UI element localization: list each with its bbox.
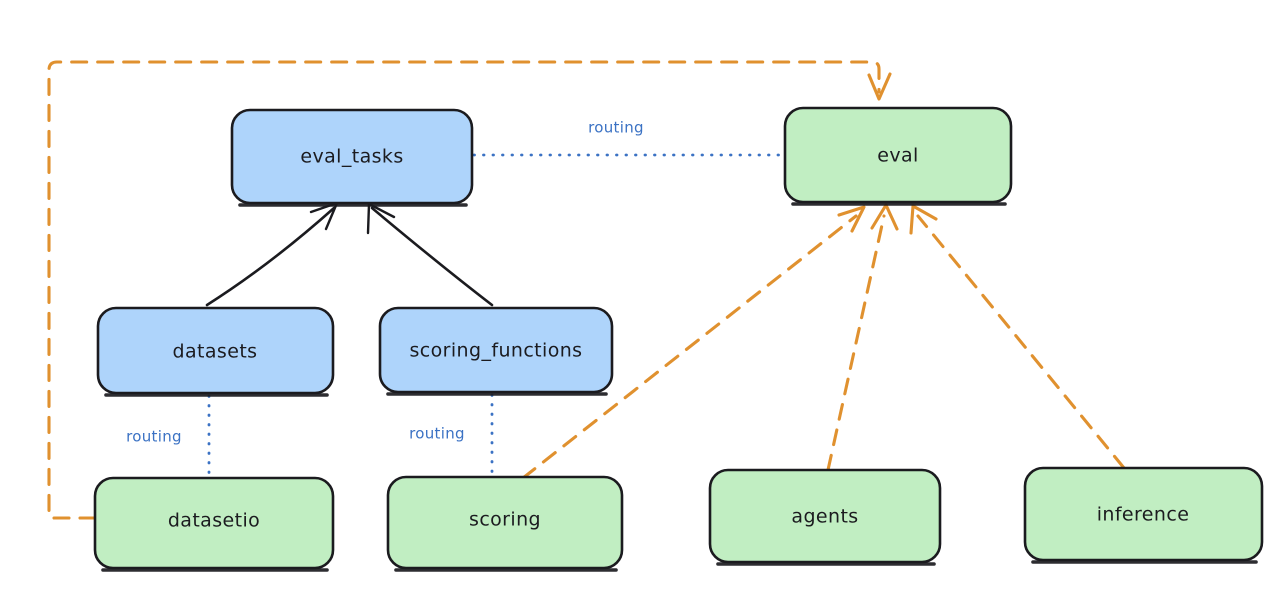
- node-eval-tasks-label: eval_tasks: [300, 146, 403, 168]
- node-datasetio-body: [93, 476, 335, 570]
- node-eval-tasks-body: [230, 108, 474, 205]
- edge-datasets-to-eval-tasks[interactable]: [205, 201, 339, 307]
- edge-agents-to-eval-path: [826, 214, 886, 472]
- solid-edges-group: [205, 201, 494, 307]
- node-scoring-label: scoring: [469, 509, 541, 531]
- node-scoring-functions[interactable]: scoring_functions: [378, 306, 614, 396]
- edge-labels-group: routing routing routing: [126, 119, 644, 446]
- edge-datasetio-to-eval[interactable]: [47, 60, 892, 520]
- edge-label-routing-top: routing: [588, 119, 644, 137]
- edge-inference-to-eval-path: [916, 214, 1126, 470]
- node-inference-body: [1023, 466, 1264, 562]
- edge-datasetio-to-eval-arrowhead: [867, 72, 892, 101]
- node-inference-label: inference: [1097, 504, 1190, 526]
- node-scoring-functions-body: [378, 306, 614, 394]
- node-eval-label: eval: [877, 145, 918, 167]
- node-scoring-body: [386, 475, 624, 570]
- node-inference[interactable]: inference: [1023, 466, 1264, 564]
- edge-scoring-to-eval[interactable]: [521, 205, 866, 480]
- node-eval[interactable]: eval: [783, 106, 1013, 206]
- routing-edges-group: [207, 153, 785, 477]
- node-eval-body: [783, 106, 1013, 204]
- edge-scoring-to-eval-path: [521, 214, 858, 480]
- node-datasets[interactable]: datasets: [96, 306, 335, 397]
- edge-scoring-functions-to-eval-tasks[interactable]: [366, 202, 494, 307]
- node-scoring[interactable]: scoring: [386, 475, 624, 572]
- node-datasetio[interactable]: datasetio: [93, 476, 335, 572]
- node-datasets-label: datasets: [173, 341, 258, 363]
- node-agents-label: agents: [791, 506, 858, 528]
- edge-inference-to-eval-arrowhead: [909, 204, 938, 235]
- edge-datasetio-to-eval-path: [47, 60, 881, 520]
- edge-datasets-to-eval-tasks-path: [205, 206, 336, 307]
- node-datasets-body: [96, 306, 335, 395]
- edge-scoring-to-eval-arrowhead: [837, 205, 866, 233]
- edge-agents-to-eval[interactable]: [826, 203, 899, 472]
- edge-inference-to-eval[interactable]: [909, 204, 1126, 470]
- node-agents[interactable]: agents: [708, 468, 942, 566]
- dependency-edges-group: [47, 60, 1126, 520]
- edge-scoring-functions-to-eval-tasks-path: [370, 206, 494, 307]
- node-eval-tasks[interactable]: eval_tasks: [230, 108, 474, 207]
- node-scoring-functions-label: scoring_functions: [410, 340, 583, 362]
- edge-label-routing-scoring-functions: routing: [409, 425, 465, 443]
- node-datasetio-label: datasetio: [168, 510, 260, 532]
- edge-label-routing-datasets: routing: [126, 428, 182, 446]
- node-agents-body: [708, 468, 942, 564]
